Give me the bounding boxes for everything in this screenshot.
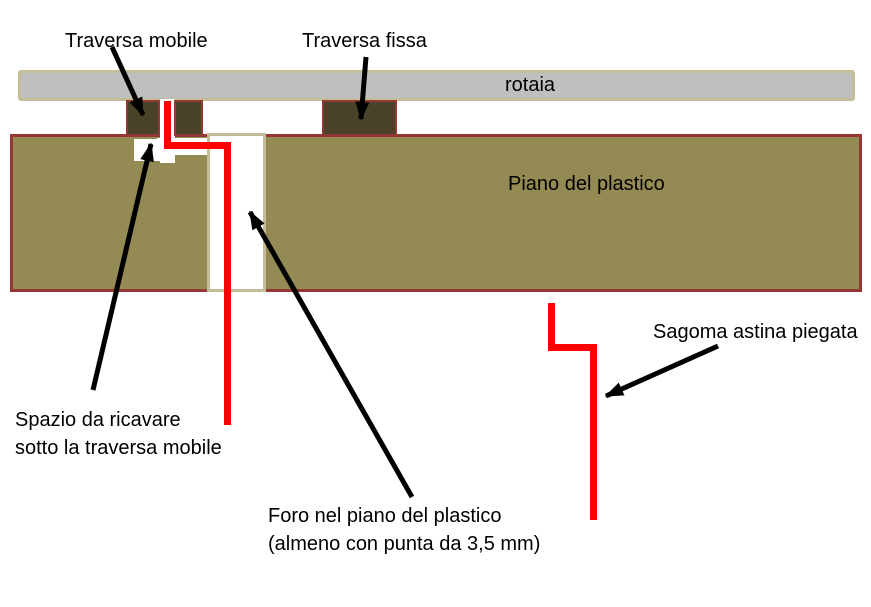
bent-rod-vertical-bottom — [590, 344, 597, 520]
label-spazio-line1: Spazio da ricavare — [15, 409, 181, 431]
label-sagoma-astina: Sagoma astina piegata — [653, 321, 858, 343]
traversa-mobile-left-half — [126, 100, 160, 136]
traversa-mobile-right-half — [174, 100, 203, 136]
bent-rod-vertical-top — [548, 303, 555, 351]
wire-segment-vertical-bottom — [224, 142, 231, 425]
rotaia-rail-bar — [18, 70, 855, 101]
label-foro-line2: (almeno con punta da 3,5 mm) — [268, 533, 541, 555]
label-traversa-mobile: Traversa mobile — [65, 30, 208, 52]
label-spazio-line2: sotto la traversa mobile — [15, 437, 222, 459]
arrow-sagoma-astina — [604, 343, 720, 399]
drilled-hole-channel — [207, 133, 266, 292]
label-foro-piano: Foro nel piano del plastico (almeno con … — [268, 502, 540, 558]
label-rotaia: rotaia — [505, 74, 556, 96]
wire-segment-horizontal — [164, 142, 231, 149]
label-foro-line1: Foro nel piano del plastico — [268, 505, 502, 527]
bent-rod-horizontal — [548, 344, 597, 351]
wire-segment-vertical-top — [164, 101, 171, 149]
traversa-fissa-sleeper — [322, 100, 397, 136]
label-spazio-ricavare: Spazio da ricavare sotto la traversa mob… — [15, 406, 222, 462]
label-traversa-fissa: Traversa fissa — [302, 30, 427, 52]
label-piano-del-plastico: Piano del plastico — [508, 173, 665, 195]
